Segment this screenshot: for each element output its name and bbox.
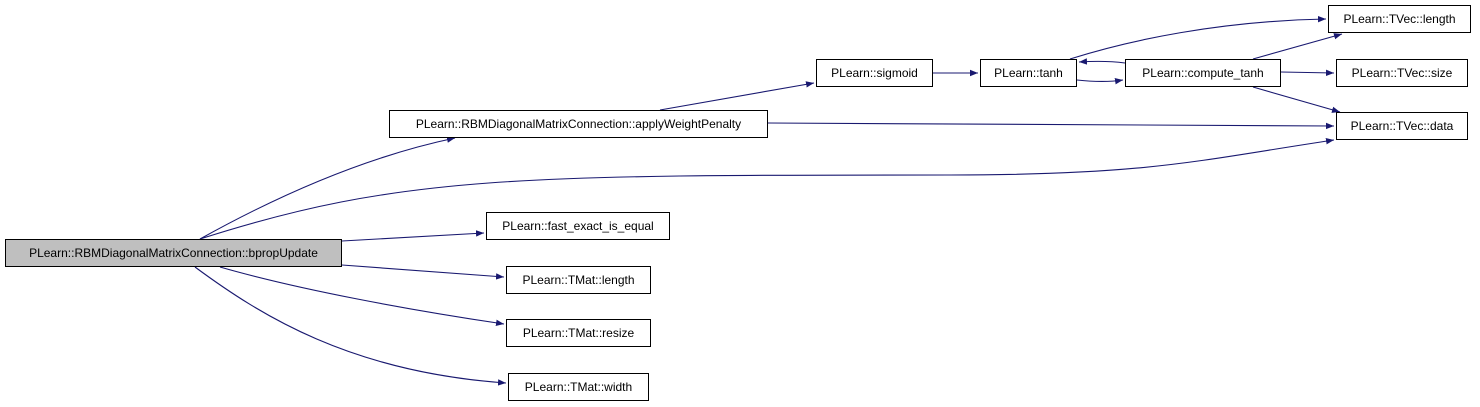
edge-apply-to-sigmoid bbox=[659, 81, 815, 111]
edge-bprop-to-mlength bbox=[341, 264, 505, 280]
node-sigmoid[interactable]: PLearn::sigmoid bbox=[816, 59, 933, 87]
node-tmat-width[interactable]: PLearn::TMat::width bbox=[508, 373, 649, 401]
node-compute-tanh[interactable]: PLearn::compute_tanh bbox=[1125, 59, 1281, 87]
node-apply-weight-penalty[interactable]: PLearn::RBMDiagonalMatrixConnection::app… bbox=[389, 110, 768, 138]
edge-bprop-to-vdata bbox=[199, 138, 1335, 240]
edge-bprop-to-apply bbox=[199, 136, 456, 240]
edge-bprop-to-mwidth bbox=[194, 266, 507, 386]
edge-compute-to-vlength bbox=[1252, 33, 1343, 60]
edge-compute-to-vdata bbox=[1252, 86, 1341, 113]
edge-apply-to-vdata bbox=[767, 122, 1335, 130]
edge-tanh-to-vlength bbox=[1069, 15, 1327, 60]
edge-compute-to-vsize bbox=[1280, 69, 1335, 77]
edge-bprop-to-mresize bbox=[219, 266, 505, 326]
edge-tanh-to-compute bbox=[1076, 78, 1124, 85]
node-fast-exact-is-equal[interactable]: PLearn::fast_exact_is_equal bbox=[486, 212, 670, 240]
node-tanh[interactable]: PLearn::tanh bbox=[980, 59, 1077, 87]
node-tmat-resize[interactable]: PLearn::TMat::resize bbox=[506, 319, 651, 347]
node-tmat-length[interactable]: PLearn::TMat::length bbox=[506, 266, 651, 294]
node-tvec-size[interactable]: PLearn::TVec::size bbox=[1336, 59, 1468, 87]
node-tvec-length[interactable]: PLearn::TVec::length bbox=[1328, 5, 1471, 33]
edge-compute-to-tanh bbox=[1078, 58, 1126, 65]
node-bprop-update[interactable]: PLearn::RBMDiagonalMatrixConnection::bpr… bbox=[5, 239, 342, 267]
edge-bprop-to-fast bbox=[341, 230, 485, 242]
node-tvec-data[interactable]: PLearn::TVec::data bbox=[1336, 112, 1468, 140]
